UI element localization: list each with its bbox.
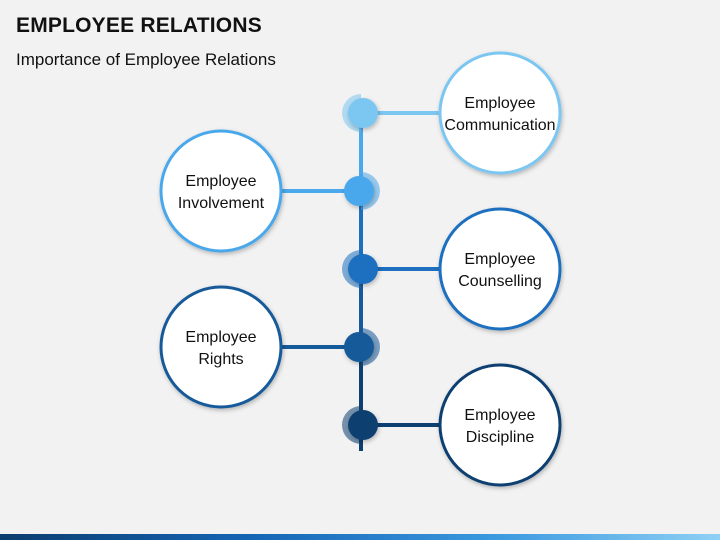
page-subtitle: Importance of Employee Relations (16, 50, 276, 69)
node-label-line2: Discipline (466, 429, 535, 446)
bottom-accent-bar (0, 534, 720, 540)
node-label-line1: Employee (185, 329, 256, 346)
spine-dot (344, 172, 380, 210)
spine-dot-core (348, 254, 378, 284)
node-label-line2: Counselling (458, 273, 542, 290)
spine-dot (344, 328, 380, 366)
spine-dot-core (348, 410, 378, 440)
node-circle (159, 129, 283, 253)
spine-dot-core (348, 98, 378, 128)
page-title: EMPLOYEE RELATIONS (16, 14, 262, 37)
node-circle (159, 285, 283, 409)
node-circle (438, 51, 562, 175)
node-label-line1: Employee (185, 173, 256, 190)
spine-dot (342, 94, 378, 132)
node-label-line1: Employee (464, 251, 535, 268)
node-label-line1: Employee (464, 407, 535, 424)
spine-dot-core (344, 332, 374, 362)
spine-dot (342, 406, 378, 444)
node-label-line2: Involvement (178, 195, 265, 212)
node-label-line2: Rights (198, 351, 243, 368)
spine-dot-core (344, 176, 374, 206)
node-circle (438, 363, 562, 487)
node-circle (438, 207, 562, 331)
node-label-line2: Communication (444, 117, 555, 134)
spine-dot (342, 250, 378, 288)
node-label-line1: Employee (464, 95, 535, 112)
